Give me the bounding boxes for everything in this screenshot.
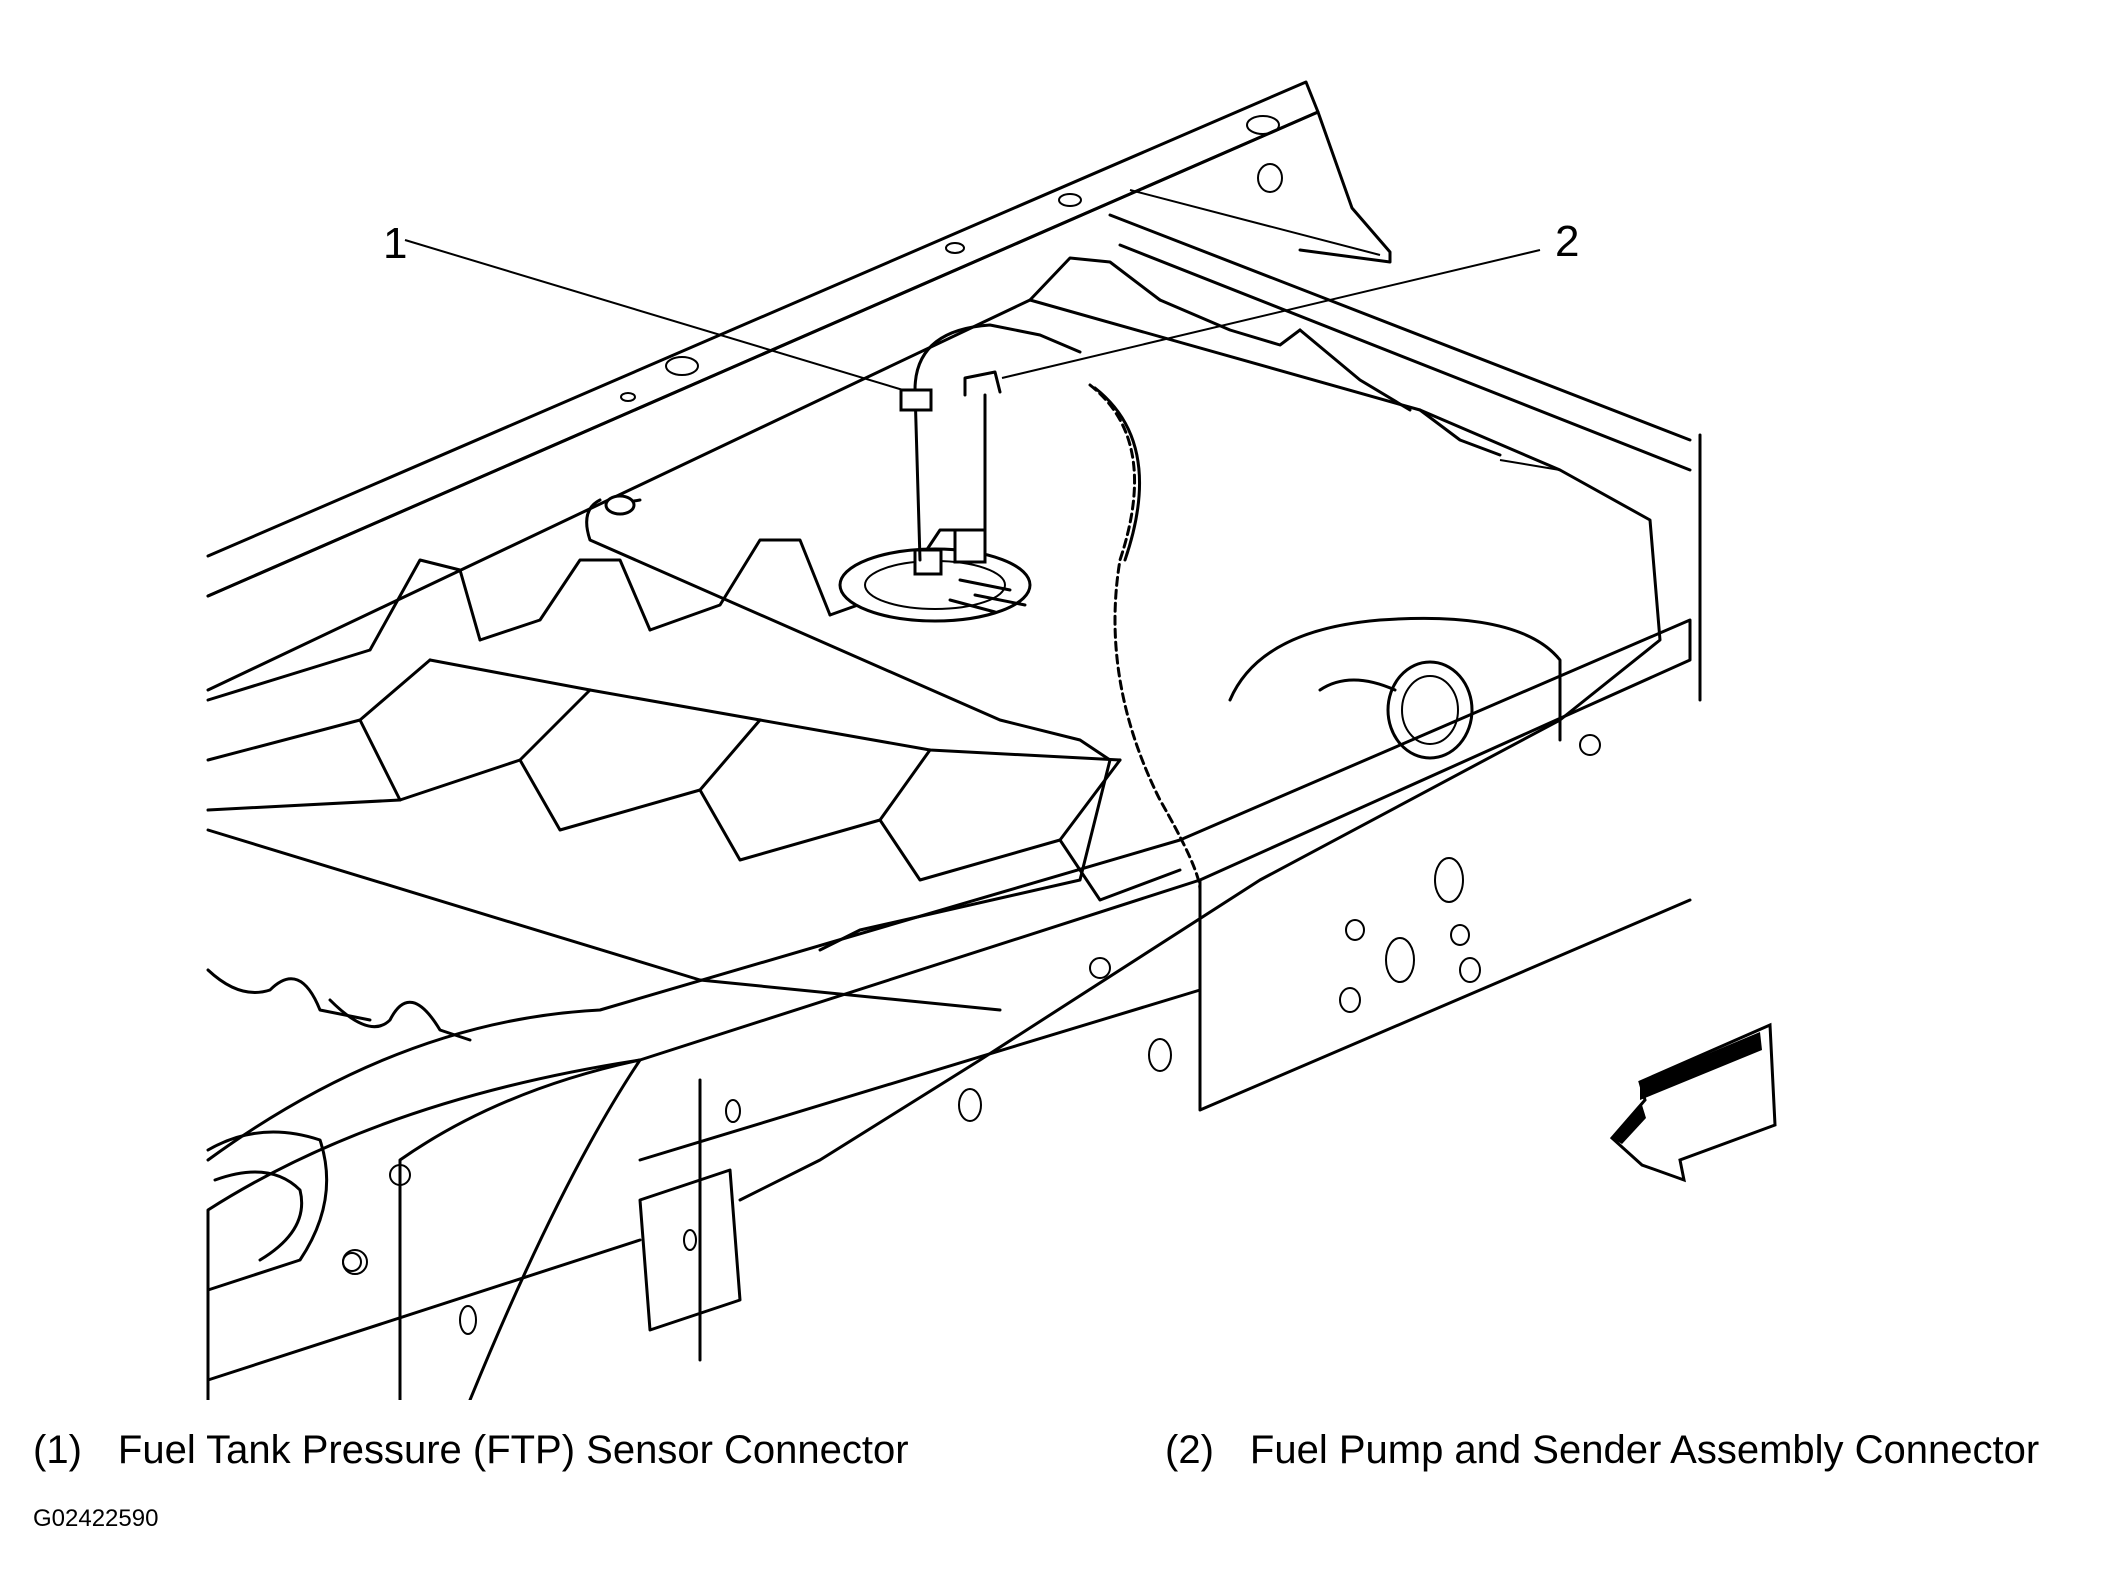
legend-text: Fuel Pump and Sender Assembly Connector bbox=[1249, 1428, 2040, 1472]
upper-frame-rail bbox=[206, 80, 1392, 598]
legend-item-2: (2) Fuel Pump and Sender Assembly Connect… bbox=[1165, 1428, 2039, 1473]
legend-number: (2) bbox=[1165, 1428, 1214, 1472]
fuel-tank bbox=[206, 256, 1662, 1202]
callout-number-2: 2 bbox=[1555, 217, 1580, 266]
cross-member bbox=[206, 968, 472, 1292]
leader-lines bbox=[404, 239, 1541, 391]
legend-item-1: (1) Fuel Tank Pressure (FTP) Sensor Conne… bbox=[33, 1428, 909, 1473]
wiring-harness bbox=[585, 323, 1202, 952]
figure-id: G02422590 bbox=[33, 1505, 159, 1532]
legend-text: Fuel Tank Pressure (FTP) Sensor Connecto… bbox=[117, 1428, 909, 1472]
direction-arrow-icon bbox=[1609, 1022, 1777, 1183]
lower-frame-rail bbox=[206, 618, 1692, 1402]
callout-number-1: 1 bbox=[383, 219, 408, 268]
right-frame-edge bbox=[1108, 213, 1702, 702]
legend-number: (1) bbox=[33, 1428, 82, 1472]
fuel-tank-illustration bbox=[206, 80, 1777, 1402]
